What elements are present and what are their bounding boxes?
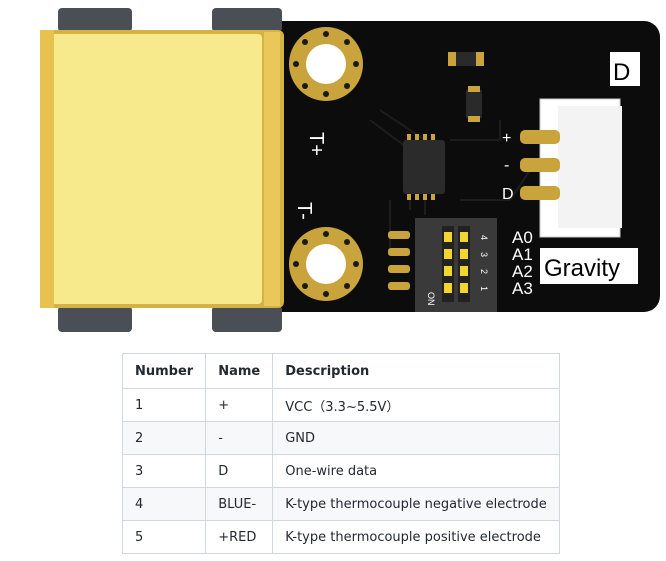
pin-label-minus: - <box>504 157 509 174</box>
header-description: Description <box>272 353 560 389</box>
switch-num-4: 4 <box>479 235 489 240</box>
label-tplus: T+ <box>305 132 327 156</box>
table-header-row: Number Name Description <box>121 353 560 389</box>
d-badge <box>610 52 640 86</box>
pin-label-d: D <box>502 186 514 203</box>
connector-housing <box>520 98 622 238</box>
cell-description: K-type thermocouple positive electrode <box>272 520 560 554</box>
switch-on-label: ON <box>426 292 436 306</box>
header-number: Number <box>121 353 207 389</box>
table-row: 2 - GND <box>121 421 560 455</box>
pin-label-d-top: D <box>613 59 630 86</box>
addr-label-a2: A2 <box>512 262 533 281</box>
smd-components <box>448 52 484 122</box>
switch-num-2: 2 <box>479 269 489 274</box>
addr-label-a1: A1 <box>512 245 533 264</box>
cell-number: 2 <box>121 421 207 455</box>
dip-switch <box>415 218 497 312</box>
table-row: 5 +RED K-type thermocouple positive elec… <box>121 520 560 554</box>
address-pads <box>388 231 410 290</box>
sensor-board-image: T+ T- D + - D ON 1 2 3 4 A0 A1 A2 A3 Gra… <box>40 8 660 332</box>
addr-label-a0: A0 <box>512 228 533 247</box>
switch-num-1: 1 <box>479 286 489 291</box>
cell-description: K-type thermocouple negative electrode <box>272 487 560 521</box>
cell-name: + <box>205 388 274 422</box>
cell-description: GND <box>272 421 560 455</box>
cell-name: - <box>205 421 274 455</box>
pin-table: Number Name Description 1 + VCC（3.3~5.5V… <box>121 353 560 554</box>
cell-number: 4 <box>121 487 207 521</box>
addr-label-a3: A3 <box>512 279 533 298</box>
cell-number: 3 <box>121 454 207 488</box>
label-tminus: T- <box>293 202 315 220</box>
cell-number: 1 <box>121 388 207 422</box>
brand-label: Gravity <box>544 255 620 282</box>
table-row: 4 BLUE- K-type thermocouple negative ele… <box>121 487 560 521</box>
cell-name: D <box>205 454 274 488</box>
cell-description: VCC（3.3~5.5V） <box>272 388 560 422</box>
mounting-hole-top <box>289 27 363 101</box>
gravity-badge <box>540 248 638 284</box>
cell-name: +RED <box>205 520 274 554</box>
table-row: 3 D One-wire data <box>121 454 560 488</box>
table-row: 1 + VCC（3.3~5.5V） <box>121 388 560 422</box>
ic-chip <box>403 134 445 200</box>
cell-name: BLUE- <box>205 487 274 521</box>
header-name: Name <box>205 353 274 389</box>
cell-description: One-wire data <box>272 454 560 488</box>
cell-number: 5 <box>121 520 207 554</box>
mounting-hole-bottom <box>289 227 363 301</box>
pcb-body <box>266 21 660 312</box>
switch-num-3: 3 <box>479 252 489 257</box>
pin-label-plus: + <box>502 130 511 147</box>
thermocouple-block <box>40 8 284 332</box>
